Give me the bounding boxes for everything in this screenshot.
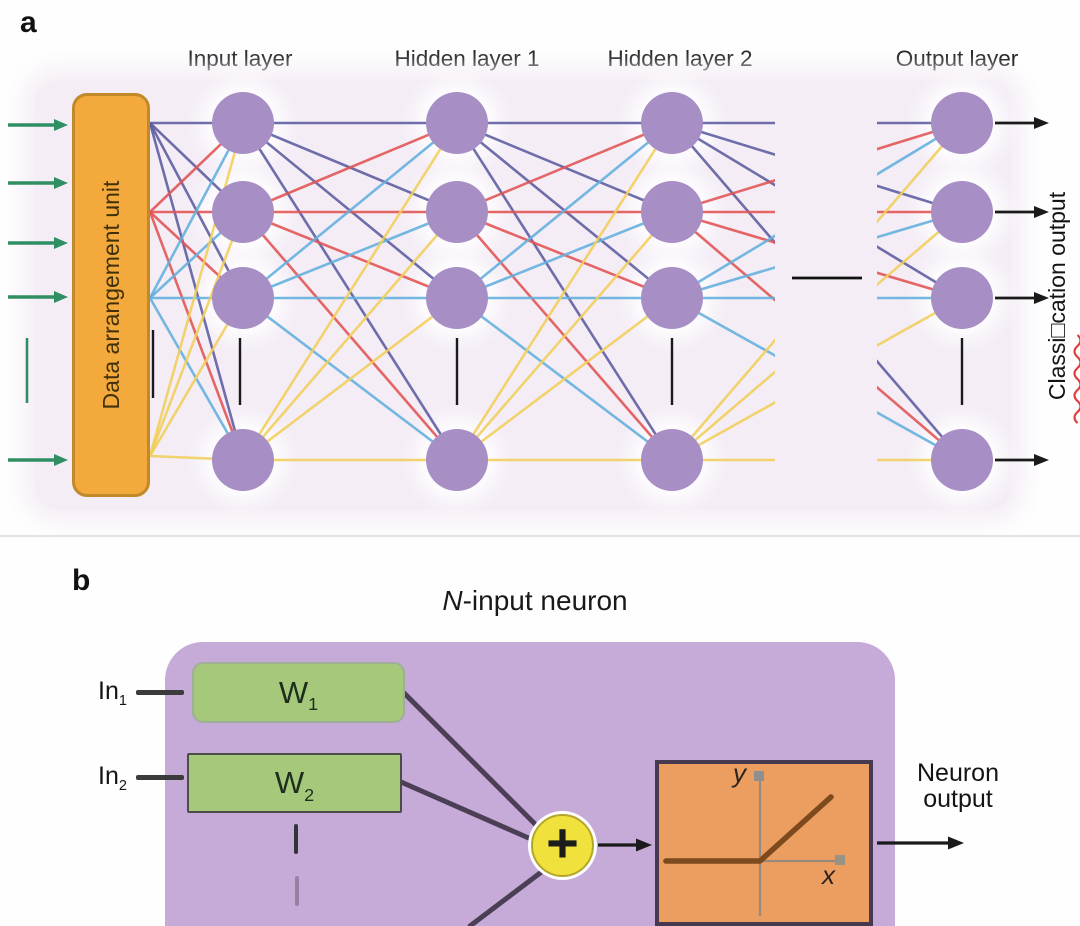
neuron-node <box>426 429 488 491</box>
neuron-node <box>426 181 488 243</box>
connection-line <box>456 296 673 462</box>
connection-line <box>242 296 458 462</box>
neuron-node <box>931 181 993 243</box>
neuron-node <box>931 429 993 491</box>
connection-line <box>148 122 245 299</box>
panel-divider <box>0 535 1080 537</box>
connection-line <box>456 121 673 300</box>
input2-label: In2 <box>98 762 127 795</box>
connection-line <box>148 122 245 457</box>
panel-a-label: a <box>20 6 37 39</box>
connection-line <box>148 211 245 457</box>
neuron-node <box>641 429 703 491</box>
weight-box-2: W2 <box>187 753 402 813</box>
neuron-nodes <box>212 92 993 491</box>
connection-line <box>242 121 458 214</box>
input1-connector-dash <box>136 690 184 695</box>
connection-line <box>242 211 458 461</box>
red-squiggle-underline <box>1073 334 1080 424</box>
header-output-layer: Output layer <box>895 46 1019 71</box>
header-hidden-layer-1: Hidden layer 1 <box>394 46 540 71</box>
connection-line <box>242 121 458 300</box>
x-axis-end-marker <box>835 855 845 865</box>
activation-plot <box>663 771 845 916</box>
weightN-to-sum-line <box>467 861 555 926</box>
neuron-node <box>641 181 703 243</box>
neuron-node <box>426 92 488 154</box>
neuron-node <box>212 181 274 243</box>
weight-box-1: W1 <box>192 662 405 723</box>
title-n-italic: N <box>442 585 463 616</box>
data-arrangement-unit-box: Data arrangement unit <box>72 93 150 497</box>
header-hidden-layer-2: Hidden layer 2 <box>607 46 753 71</box>
neuron-node <box>212 92 274 154</box>
panel-b-title: N-input neuron <box>442 585 627 617</box>
neuron-output-label: Neuron output <box>917 759 999 813</box>
connection-line <box>456 211 673 461</box>
neuron-node <box>641 92 703 154</box>
neuron-node <box>931 267 993 329</box>
connection-line <box>241 122 459 461</box>
weights-ellipsis-line-dark <box>294 824 298 854</box>
panel-b-label: b <box>72 564 91 597</box>
summation-node: + <box>531 814 594 877</box>
input1-label: In1 <box>98 677 127 710</box>
activation-function-box <box>655 760 873 926</box>
connection-line <box>456 121 673 214</box>
neuron-node <box>641 267 703 329</box>
neuron-node <box>426 267 488 329</box>
ellipsis-and-arrows <box>8 117 1049 466</box>
activation-y-label: y <box>733 758 746 788</box>
weight1-label: W1 <box>278 674 319 715</box>
connection-line <box>242 210 458 300</box>
input2-connector-dash <box>136 775 184 780</box>
neuron-node <box>212 429 274 491</box>
connection-line <box>456 210 673 300</box>
header-input-layer: Input layer <box>187 46 293 71</box>
classification-output-text: Classi□cation output <box>1044 191 1070 401</box>
classification-output-label: Classi□cation output <box>1044 160 1080 432</box>
activation-x-label: x <box>822 860 835 890</box>
weight2-label: W2 <box>274 765 315 805</box>
connection-line <box>455 122 674 461</box>
plus-icon: + <box>546 811 579 874</box>
weight1-to-sum-line <box>401 690 548 837</box>
neuron-node <box>931 92 993 154</box>
y-axis-end-marker <box>754 771 764 781</box>
weights-ellipsis-line-faint <box>295 876 299 906</box>
title-rest: -input neuron <box>462 585 628 616</box>
neuron-node <box>212 267 274 329</box>
weight2-to-sum-line <box>398 779 543 846</box>
relu-curve <box>663 794 834 864</box>
connection-lines <box>148 121 674 462</box>
